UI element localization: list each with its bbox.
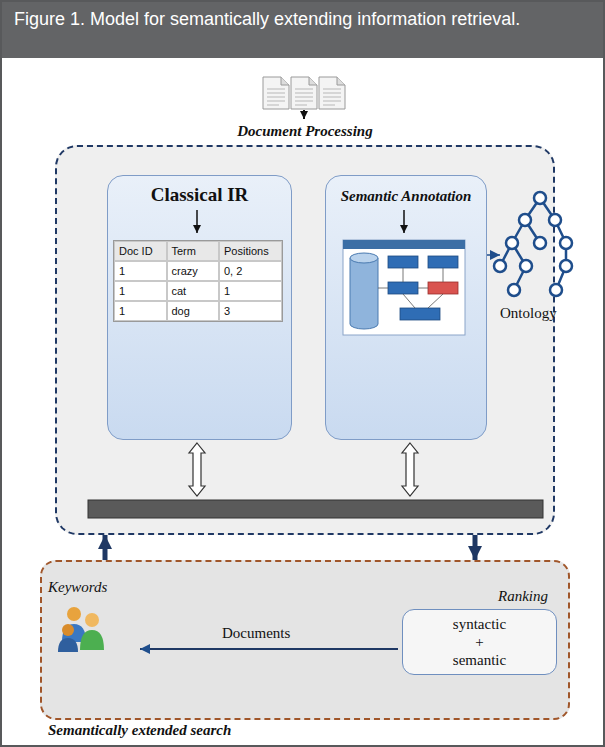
table-cell: 1 bbox=[114, 301, 167, 321]
table-cell: crazy bbox=[167, 261, 220, 281]
box-label: syntactic + semantic bbox=[453, 615, 506, 669]
table-cell: 3 bbox=[219, 301, 282, 321]
search-container: Rankingsyntactic + semanticSemantically … bbox=[40, 560, 570, 720]
table-cell: dog bbox=[167, 301, 220, 321]
box-heading: Ranking bbox=[498, 588, 548, 605]
table-cell: Term bbox=[167, 241, 220, 261]
panel-arrow bbox=[403, 210, 405, 233]
table-cell: Doc ID bbox=[114, 241, 167, 261]
table-cell: 0, 2 bbox=[219, 261, 282, 281]
panel-arrow bbox=[196, 210, 198, 233]
documents-label: Documents bbox=[222, 625, 290, 642]
ranking-box: Rankingsyntactic + semantic bbox=[402, 609, 557, 675]
table-cell: Positions bbox=[219, 241, 282, 261]
index-bar bbox=[88, 500, 543, 518]
repository-image bbox=[343, 240, 465, 335]
table-cell: cat bbox=[167, 281, 220, 301]
ontology-arrow bbox=[487, 254, 500, 256]
table-cell: 1 bbox=[219, 281, 282, 301]
ontology-tree bbox=[494, 192, 572, 296]
index-table: Doc IDTermPositions1crazy0, 21cat11dog3 bbox=[113, 240, 283, 322]
table-cell: 1 bbox=[114, 281, 167, 301]
title-band: Figure 1. Model for semantically extendi… bbox=[2, 2, 603, 58]
process-container: Classical IRSemantic AnnotationDocument … bbox=[55, 145, 555, 535]
box-label: Document Processing bbox=[237, 123, 372, 140]
ontology-label: Ontology bbox=[500, 305, 557, 322]
box-label: Semantic Annotation bbox=[341, 188, 472, 205]
figure-title: Figure 1. Model for semantically extendi… bbox=[14, 8, 554, 31]
exchange-arrow bbox=[189, 443, 418, 496]
box-label: Semantically extended search bbox=[48, 722, 231, 739]
result-arrow bbox=[140, 648, 398, 650]
document-icons bbox=[263, 77, 345, 109]
input-arrow bbox=[303, 110, 305, 119]
box-label: Classical IR bbox=[151, 184, 249, 206]
flow-arrow bbox=[473, 535, 478, 560]
keywords-label: Keywords bbox=[48, 579, 107, 596]
flow-arrow bbox=[103, 535, 108, 560]
users-icon bbox=[58, 607, 104, 652]
table-cell: 1 bbox=[114, 261, 167, 281]
